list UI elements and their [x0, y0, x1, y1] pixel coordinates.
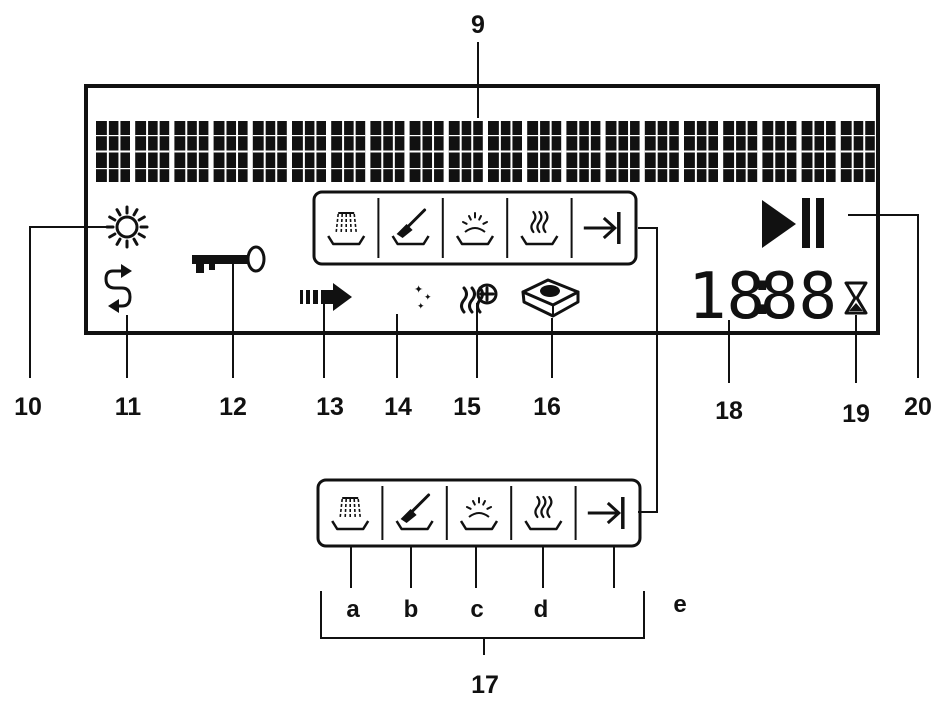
callout-11: 11 — [115, 393, 142, 421]
rinse-sparkle-icon — [455, 212, 495, 246]
callout-14: 14 — [384, 393, 412, 421]
sun-ray — [132, 208, 139, 217]
segment-char — [96, 121, 130, 182]
brush-wash-icon — [391, 208, 430, 246]
callout-17: 17 — [471, 671, 499, 699]
segment-text-row — [96, 121, 875, 182]
segment-char — [213, 121, 248, 182]
brush-wash-icon — [395, 493, 434, 531]
sun-ray — [108, 232, 117, 239]
sun-ray — [108, 215, 117, 222]
dry-steam-icon — [524, 495, 563, 531]
prewash-spray-icon — [331, 497, 370, 531]
sub-label-a: a — [346, 596, 360, 623]
segment-char — [527, 121, 562, 182]
leader-20 — [848, 214, 919, 378]
callout-9: 9 — [471, 11, 485, 39]
svg-text:✦: ✦ — [424, 293, 432, 303]
sun-ray — [115, 208, 122, 217]
program-strip-top — [312, 190, 638, 266]
sun-ray — [132, 237, 139, 246]
key-icon — [192, 245, 266, 273]
callout-16: 16 — [533, 393, 561, 421]
sun-ray — [137, 232, 146, 239]
sun-ray — [137, 215, 146, 222]
callout-19: 19 — [842, 400, 870, 428]
callout-20: 20 — [904, 393, 932, 421]
clock-minutes: 88 — [760, 260, 837, 334]
segment-char — [174, 121, 209, 182]
segment-char — [723, 121, 758, 182]
segment-char — [801, 121, 836, 182]
program-strip-bottom — [316, 478, 642, 548]
segment-char — [566, 121, 601, 182]
rinse-sparkle-icon — [459, 497, 499, 531]
hourglass-icon — [844, 281, 868, 315]
dry-steam-icon — [520, 210, 559, 246]
callout-12: 12 — [219, 393, 247, 421]
segment-char — [644, 121, 679, 182]
segment-char — [331, 121, 366, 182]
segment-char — [252, 121, 287, 182]
svg-text:✦: ✦ — [414, 283, 423, 296]
callout-15: 15 — [453, 393, 481, 421]
callout-10: 10 — [14, 393, 42, 421]
segment-char — [370, 121, 405, 182]
svg-text:✦: ✦ — [417, 302, 425, 312]
segment-char — [292, 121, 326, 182]
segment-char — [840, 121, 875, 182]
segment-char — [488, 121, 522, 182]
end-arrow-icon — [583, 212, 621, 244]
clock-hours: 18 — [688, 260, 765, 334]
dashed-arrow-icon — [300, 283, 352, 311]
repeat-arrow-icon — [104, 264, 132, 313]
end-arrow-icon — [587, 497, 625, 529]
segment-char — [605, 121, 640, 182]
moon-stars-icon: ✦ ✦ ✦ — [383, 279, 432, 313]
sub-label-c: c — [470, 596, 483, 623]
digit-clock: 18 : 88 — [688, 256, 837, 334]
segment-char — [762, 121, 797, 182]
connector-strip — [638, 227, 658, 513]
leader-10 — [29, 226, 113, 378]
sub-label-d: d — [534, 596, 549, 623]
play-pause-icon — [762, 198, 824, 248]
callout-18: 18 — [715, 397, 743, 425]
segment-char — [409, 121, 444, 182]
sub-label-b: b — [404, 596, 419, 623]
sun-ray — [115, 237, 122, 246]
clock-separator: : — [743, 256, 782, 330]
bracket-17 — [320, 591, 645, 639]
steam-plus-icon — [460, 283, 498, 314]
strip-top-border — [312, 190, 638, 266]
lcd-frame — [84, 84, 880, 335]
segment-char — [684, 121, 718, 182]
prewash-spray-icon — [327, 212, 366, 246]
segment-char — [448, 121, 483, 182]
callout-13: 13 — [316, 393, 344, 421]
tablet-tray-icon — [521, 278, 580, 318]
sub-label-e: e — [673, 591, 686, 618]
segment-char — [135, 121, 170, 182]
strip-bottom-border — [316, 478, 642, 548]
